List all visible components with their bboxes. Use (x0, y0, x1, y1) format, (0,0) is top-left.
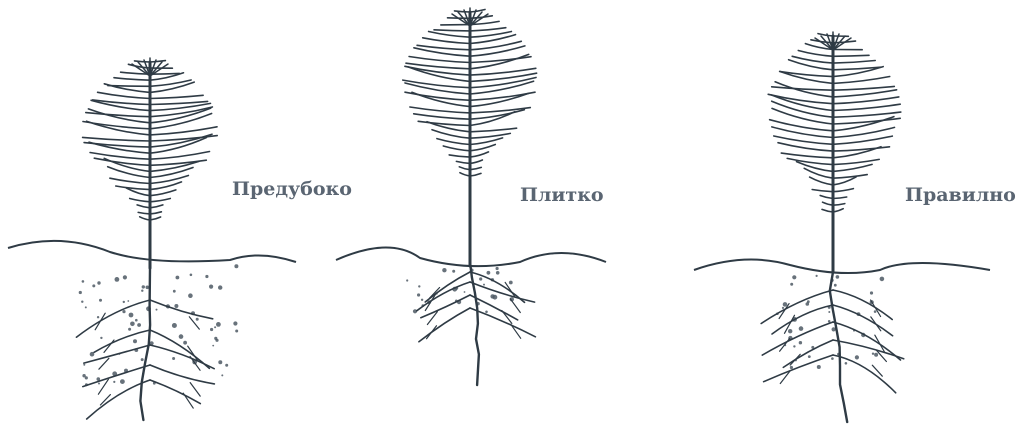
label-too-shallow: Плитко (520, 184, 604, 206)
label-too-deep: Предубоко (232, 178, 352, 200)
seedling-too-deep (8, 58, 296, 420)
seedling-correct (694, 32, 990, 422)
roots (761, 272, 904, 422)
ground-line (8, 241, 296, 262)
ground-line (694, 260, 990, 273)
label-correct: Правилно (905, 184, 1016, 206)
roots (417, 262, 536, 385)
roots (76, 268, 214, 420)
